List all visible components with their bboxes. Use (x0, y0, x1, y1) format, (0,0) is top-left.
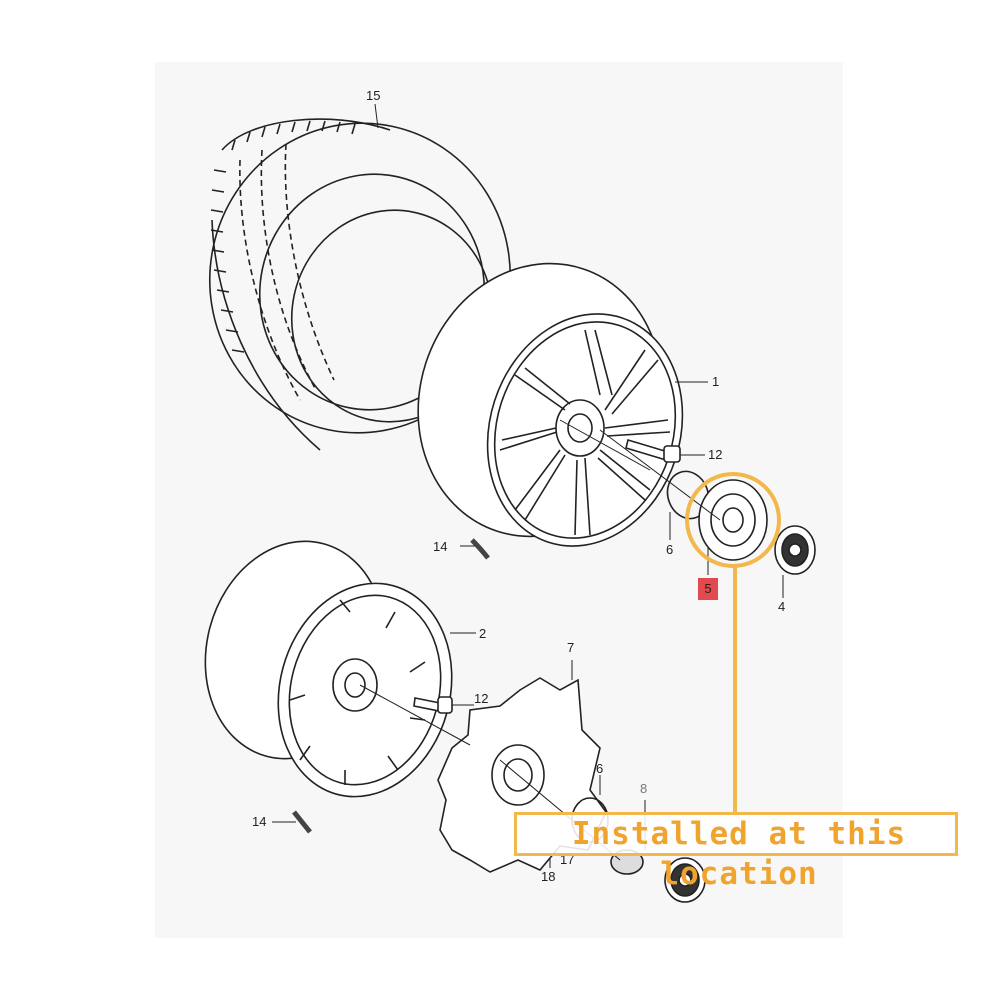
wheel-bolt-upper (625, 438, 681, 463)
label-12-upper: 12 (708, 447, 723, 462)
wheel-bolt-lower (413, 696, 453, 714)
retaining-ring-upper (666, 470, 710, 520)
tyre (208, 118, 512, 451)
steel-wheel (204, 540, 453, 798)
alloy-wheel (417, 262, 684, 547)
center-cap-part-5 (698, 479, 768, 561)
label-6-upper: 6 (666, 542, 674, 557)
balance-weight-lower (292, 810, 312, 834)
hub-cap-lower (664, 857, 706, 903)
balance-weight-upper (470, 538, 490, 560)
label-14-upper: 14 (433, 539, 448, 554)
label-5: 5 (704, 581, 712, 596)
hub-cap-upper (774, 525, 816, 575)
label-6-lower: 6 (596, 761, 604, 776)
label-12-lower: 12 (474, 691, 489, 706)
label-1: 1 (712, 374, 720, 389)
part-5-badge: 5 (698, 578, 718, 600)
label-4: 4 (778, 599, 786, 614)
callout-box (514, 812, 958, 856)
label-7: 7 (567, 640, 575, 655)
label-18: 18 (541, 869, 556, 884)
callout-text: Installed at this location (571, 816, 907, 892)
label-17: 17 (560, 852, 575, 867)
label-15: 15 (366, 88, 381, 103)
label-14-lower: 14 (252, 814, 267, 829)
label-2: 2 (479, 626, 487, 641)
label-8: 8 (640, 781, 648, 796)
